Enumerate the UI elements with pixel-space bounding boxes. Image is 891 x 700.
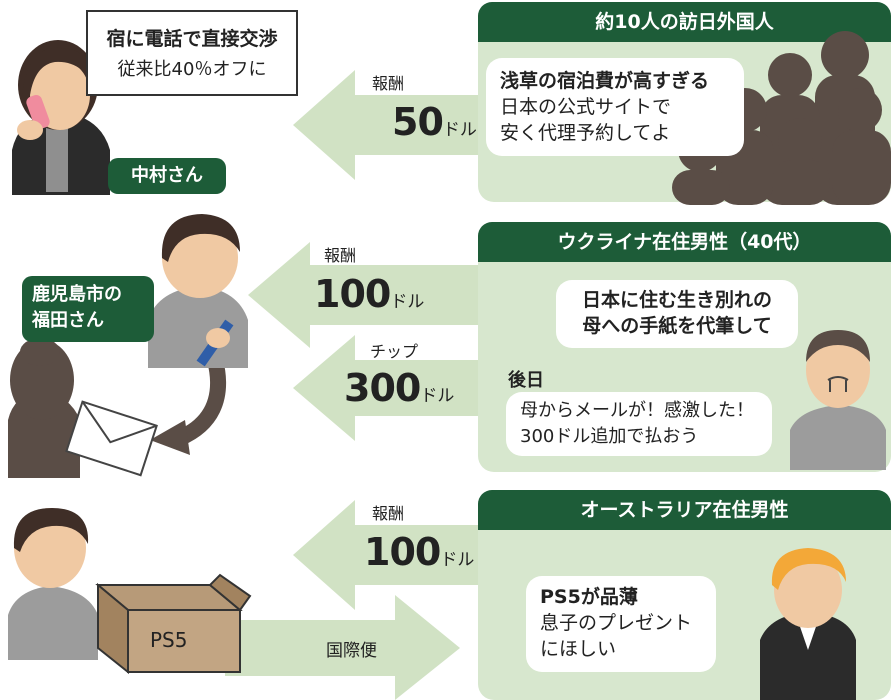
ukrainian-man-icon: [790, 330, 886, 470]
bubble-line3: 安く代理予約してよ: [500, 122, 671, 144]
reward-amount-unit: ドル: [442, 120, 477, 140]
reward-label: 報酬: [372, 74, 405, 93]
person-shipper-icon: [8, 508, 98, 660]
reward-amount: 100ドル: [364, 530, 474, 574]
payment-arrow: [293, 70, 478, 180]
payment-arrow: [293, 500, 478, 610]
person-tag-line2: 福田さん: [32, 310, 104, 331]
person-mother-icon: [8, 338, 80, 478]
bubble-line1: 母からメールが！感激した！: [520, 400, 754, 421]
bubble-line1: PS5が品薄: [540, 586, 638, 608]
negotiation-line2: 従来比40％オフに: [117, 59, 267, 80]
bubble-line3: にほしい: [540, 638, 617, 660]
negotiation-note: 宿に電話で直接交渉 従来比40％オフに: [86, 10, 298, 96]
header-ukraine: ウクライナ在住男性（40代）: [478, 222, 891, 262]
tip-amount-unit: ドル: [420, 386, 455, 406]
tip-label: チップ: [370, 342, 419, 361]
crowd-icon: [672, 31, 891, 205]
box-icon: [95, 573, 252, 675]
person-tag-fukuda: 鹿児島市の 福田さん: [22, 276, 154, 342]
envelope-icon: [65, 400, 158, 477]
reward-amount-unit: ドル: [440, 550, 475, 570]
speech-bubble-ps5: PS5が品薄 息子のプレゼント にほしい: [526, 576, 716, 672]
reward-amount-value: 50: [392, 100, 444, 144]
later-label: 後日: [508, 370, 544, 391]
header-australia: オーストラリア在住男性: [478, 490, 891, 530]
reward-label: 報酬: [372, 504, 405, 523]
reward-amount-value: 100: [364, 530, 441, 574]
speech-bubble-tourists: 浅草の宿泊費が高すぎる 日本の公式サイトで 安く代理予約してよ: [486, 58, 744, 156]
reward-label: 報酬: [324, 246, 357, 265]
tip-amount: 300ドル: [344, 366, 454, 410]
bubble-line1: 浅草の宿泊費が高すぎる: [500, 70, 710, 92]
reward-amount: 100ドル: [314, 272, 424, 316]
bubble-line1: 日本に住む生き別れの: [581, 289, 772, 311]
person-tag-line1: 鹿児島市の: [32, 284, 122, 305]
speech-bubble-thanks: 母からメールが！感激した！ 300ドル追加で払おう: [506, 392, 772, 456]
bubble-line2: 日本の公式サイトで: [500, 96, 672, 118]
shipping-arrow: [225, 595, 460, 700]
negotiation-line1: 宿に電話で直接交渉: [106, 28, 278, 50]
bubble-line2: 息子のプレゼント: [540, 612, 693, 634]
shipping-label: 国際便: [326, 641, 377, 661]
reward-amount-value: 100: [314, 272, 391, 316]
person-fukuda-icon: [148, 214, 248, 368]
speech-bubble-letter-request: 日本に住む生き別れの 母への手紙を代筆して: [556, 280, 798, 348]
person-nakamura-icon: [12, 40, 110, 195]
tip-amount-value: 300: [344, 366, 421, 410]
payment-arrow: [248, 242, 478, 348]
tip-arrow: [293, 335, 478, 441]
person-tag-nakamura: 中村さん: [108, 158, 226, 194]
header-tourists: 約10人の訪日外国人: [478, 2, 891, 42]
box-label: PS5: [150, 628, 188, 652]
curved-arrow-icon: [176, 358, 227, 446]
bubble-line2: 300ドル追加で払おう: [520, 426, 699, 447]
bubble-line2: 母への手紙を代筆して: [582, 315, 772, 337]
reward-amount-unit: ドル: [390, 292, 425, 312]
curved-arrow-head: [150, 420, 190, 455]
australian-man-icon: [760, 548, 856, 700]
reward-amount: 50ドル: [392, 100, 477, 144]
